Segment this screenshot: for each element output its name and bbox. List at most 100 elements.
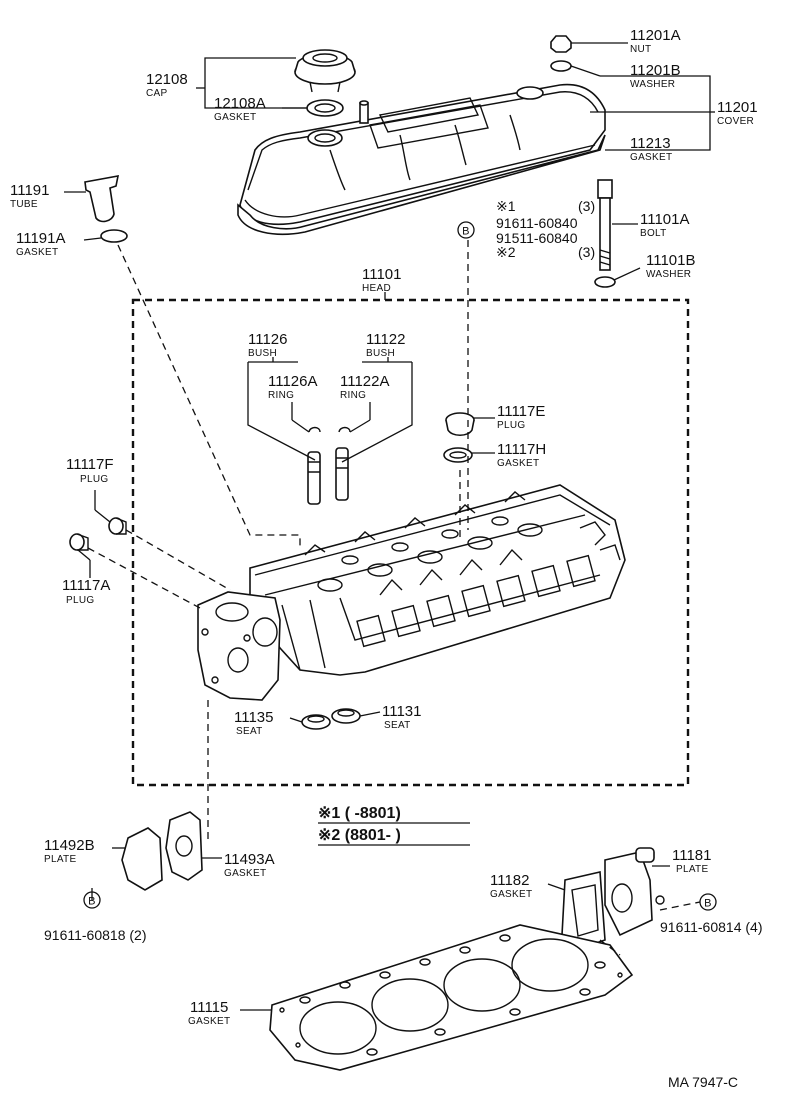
label-side-gasket: 11182 GASKET [490,872,532,900]
cylinder-head [249,484,626,676]
svg-text:PLATE: PLATE [676,864,708,875]
leader-lines [64,42,715,1011]
label-seat-left: 11135 SEAT [234,709,274,737]
svg-text:MA 7947-C: MA 7947-C [668,1074,738,1090]
svg-text:11201B: 11201B [630,62,681,79]
svg-text:BUSH: BUSH [366,348,395,359]
svg-text:11492B: 11492B [44,837,95,854]
svg-text:GASKET: GASKET [214,112,256,123]
label-side-plate: 11181 PLATE [672,847,712,875]
head-front-housing [197,591,281,701]
svg-text:GASKET: GASKET [188,1016,230,1027]
svg-text:11213: 11213 [630,135,671,152]
svg-text:91611-60840: 91611-60840 [496,215,578,231]
bush-right-part [335,447,349,501]
label-cover: 11201 COVER [717,99,758,127]
svg-text:12108: 12108 [146,71,188,88]
label-gasket-plate: 11493A GASKET [224,851,275,879]
svg-text:12108A: 12108A [214,95,266,112]
label-head-gasket: 11115 GASKET [188,999,230,1027]
svg-text:WASHER: WASHER [646,269,691,280]
svg-text:11493A: 11493A [224,851,275,868]
dashed-guides [87,240,701,956]
cap-gasket [306,99,344,117]
svg-text:11117H: 11117H [497,441,546,458]
svg-text:11191: 11191 [10,182,50,199]
cover-gasket [237,134,606,236]
plug-e-part [445,412,475,437]
svg-text:11122A: 11122A [340,373,390,390]
label-fastener-left: 91611-60818 (2) [44,927,146,943]
nut-part [550,35,572,53]
tube-part [84,175,120,223]
svg-text:11101B: 11101B [646,252,696,269]
gasket-plate-part [165,811,203,881]
label-head: 11101 HEAD [362,266,402,294]
svg-text:NUT: NUT [630,44,651,55]
label-cover-washer: 11201B WASHER [630,62,681,90]
svg-text:91611-60814 (4): 91611-60814 (4) [660,919,762,935]
svg-text:RING: RING [340,390,366,401]
svg-text:11135: 11135 [234,709,274,726]
label-tube-gasket: 11191A GASKET [16,230,66,258]
svg-text:BUSH: BUSH [248,348,277,359]
svg-text:BOLT: BOLT [640,228,667,239]
svg-text:11191A: 11191A [16,230,66,247]
svg-text:11126A: 11126A [268,373,318,390]
bush-left-part [307,451,321,505]
label-bolt: 11101A BOLT [640,211,690,239]
head-gasket-part [269,924,634,1071]
bolt-washer [594,276,616,288]
svg-text:PLUG: PLUG [497,420,525,431]
label-cap: 12108 CAP [146,71,188,99]
label-plate-left: 11492B PLATE [44,837,95,865]
svg-text:B: B [88,896,96,908]
valve-cover [239,83,606,226]
svg-text:WASHER: WASHER [630,79,675,90]
svg-text:※1: ※1 [496,198,516,214]
svg-text:11115: 11115 [190,999,228,1016]
label-bush-right: 11122 BUSH [366,331,406,359]
svg-text:91511-60840: 91511-60840 [496,230,578,246]
svg-text:CAP: CAP [146,88,167,99]
ring-left-part [308,426,321,433]
ring-right-part [338,426,351,433]
svg-text:11101: 11101 [362,266,402,283]
plug-f-part [108,517,127,535]
svg-text:11117F: 11117F [66,456,114,473]
label-cap-gasket: 12108A GASKET [214,95,266,123]
label-cover-gasket: 11213 GASKET [630,135,672,163]
label-nut: 11201A NUT [630,27,681,55]
label-bolt-washer: 11101B WASHER [646,252,696,280]
svg-text:B: B [462,226,470,238]
svg-text:11201A: 11201A [630,27,681,44]
svg-text:GASKET: GASKET [16,247,58,258]
fastener-marker-right: B [699,893,717,911]
svg-text:11181: 11181 [672,847,712,864]
fastener-marker-left: B [83,891,101,909]
svg-text:GASKET: GASKET [630,152,672,163]
plug-a-part [69,533,89,551]
label-bolt-codes: ※1 (3) 91611-60840 91511-60840 ※2 (3) [496,198,595,260]
cap-part [294,49,356,93]
svg-text:11126: 11126 [248,331,288,348]
svg-text:PLUG: PLUG [80,474,108,485]
svg-text:GASKET: GASKET [490,889,532,900]
svg-text:SEAT: SEAT [384,720,411,731]
svg-text:※1 ( -8801): ※1 ( -8801) [318,805,401,822]
label-fastener-right: 91611-60814 (4) [660,919,762,935]
bolt-marker-b: B [457,221,475,239]
svg-text:11117E: 11117E [497,403,545,420]
svg-text:GASKET: GASKET [224,868,266,879]
svg-text:HEAD: HEAD [362,283,391,294]
gasket-h-part [443,447,473,463]
label-bush-left: 11126 BUSH [248,331,288,359]
svg-text:※2 (8801- ): ※2 (8801- ) [318,827,401,844]
label-seat-right: 11131 SEAT [382,703,422,731]
label-gasket-h: 11117H GASKET [497,441,546,469]
figure-id: MA 7947-C [668,1074,738,1090]
svg-text:(3): (3) [578,198,595,214]
svg-text:11122: 11122 [366,331,406,348]
svg-text:PLATE: PLATE [44,854,76,865]
svg-text:SEAT: SEAT [236,726,263,737]
